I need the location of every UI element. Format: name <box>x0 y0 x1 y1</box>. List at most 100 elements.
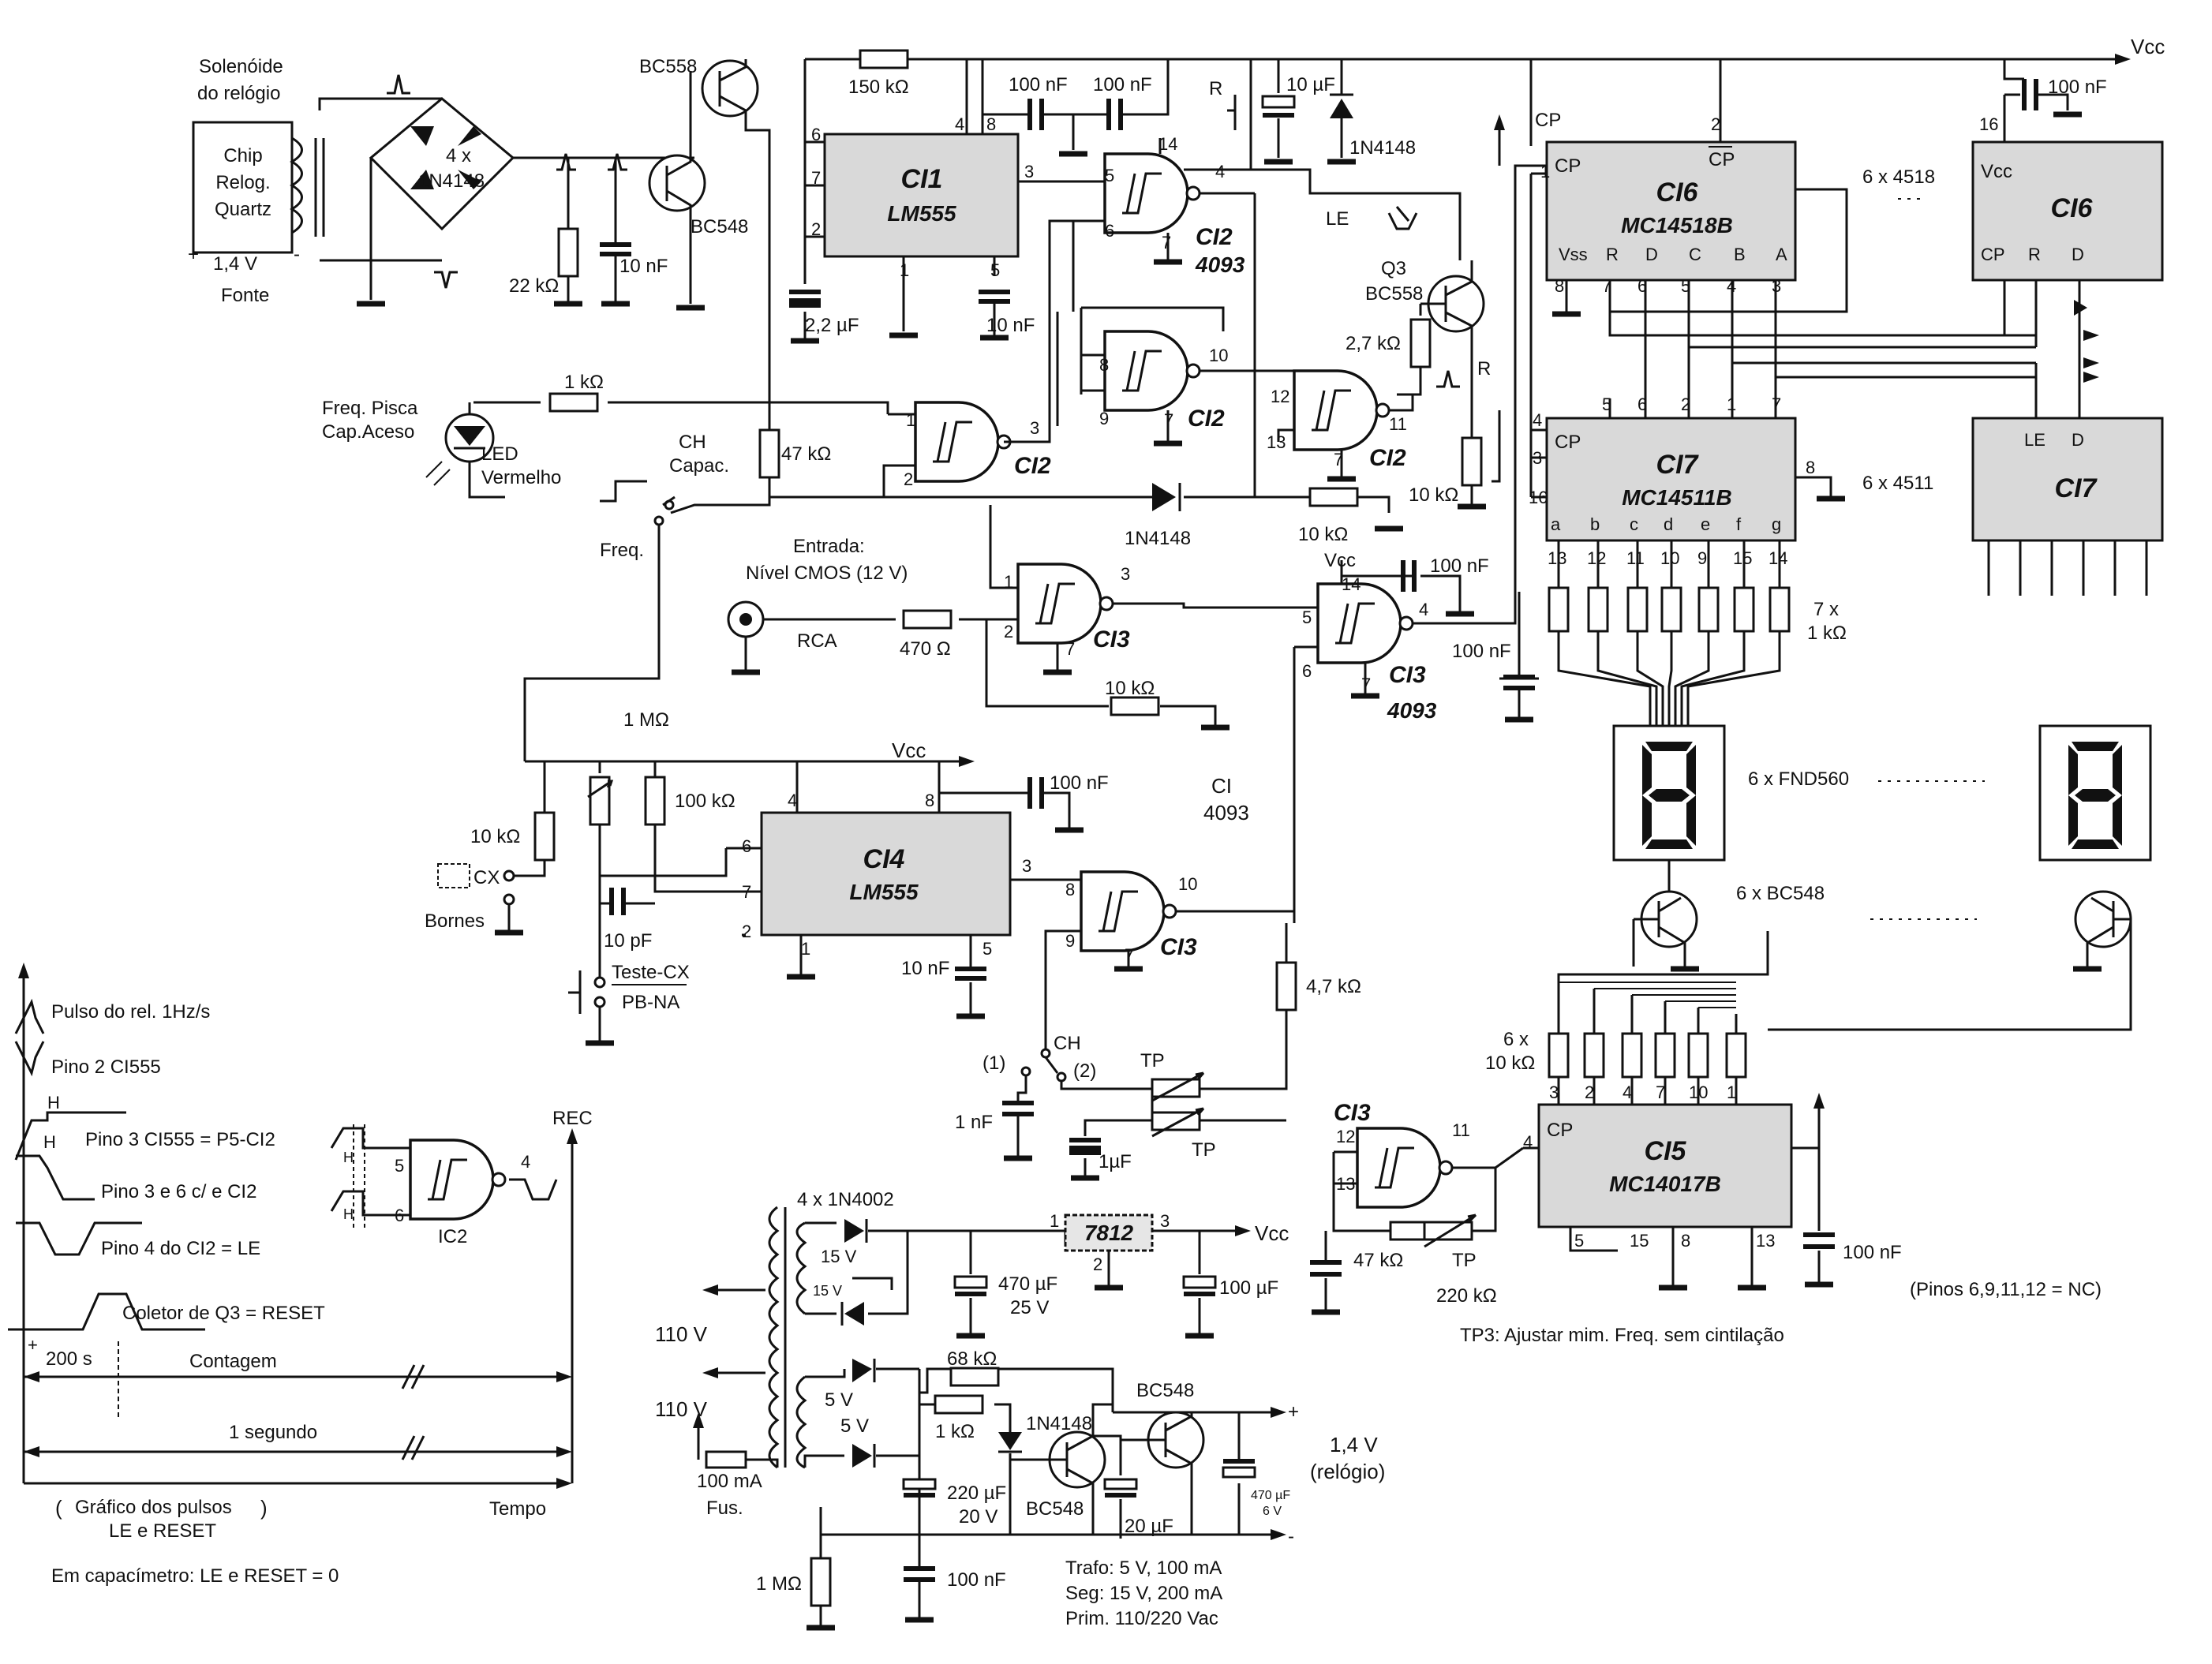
timing-coletor: Coletor de Q3 = RESET <box>122 1303 325 1324</box>
svg-text:3: 3 <box>1022 856 1031 876</box>
c100n-c-label: 100 nF <box>1430 555 1489 577</box>
segment-resistor <box>1768 586 1791 633</box>
c1n-label: 1 nF <box>955 1112 993 1133</box>
segment-wire <box>1686 631 1781 726</box>
ci6-vss: Vss <box>1559 245 1588 264</box>
solenoid-coil <box>290 136 303 234</box>
ci7-pin-number: 15 <box>1733 548 1752 568</box>
d4x1n4002-label: 4 x 1N4002 <box>797 1189 894 1210</box>
cx-terminal-box <box>437 863 470 888</box>
svg-text:7: 7 <box>811 168 821 188</box>
svg-text:+: + <box>28 1335 38 1355</box>
r22k-label: 22 kΩ <box>509 275 559 297</box>
svg-text:3: 3 <box>1121 564 1130 584</box>
ci3-c-name: CI3 <box>1160 934 1197 960</box>
ci7-pin-e: e <box>1701 514 1710 534</box>
ci5-cp: CP <box>1547 1120 1573 1141</box>
c100n-f-label: 100 nF <box>1843 1242 1902 1263</box>
svg-text:5: 5 <box>1574 1231 1584 1251</box>
svg-text:8: 8 <box>1681 1231 1690 1251</box>
ci7-pin-number: 10 <box>1660 548 1679 568</box>
segment-resistor <box>1733 586 1755 633</box>
tp3-label: TP <box>1452 1250 1477 1271</box>
cp-label-top: CP <box>1535 110 1561 131</box>
digit-transistor-b <box>1768 890 2132 1031</box>
timing-200s: 200 s <box>46 1348 92 1370</box>
c10n-a-label: 10 nF <box>619 256 668 277</box>
v5b-label: 5 V <box>840 1415 869 1437</box>
r-reset-label: R <box>1477 358 1491 380</box>
ci7-pin-d: d <box>1664 514 1673 534</box>
r47k-label: 47 kΩ <box>781 443 831 465</box>
svg-text:8: 8 <box>925 791 934 810</box>
ci5-resistor <box>1548 1032 1570 1079</box>
n6x4511-label: 6 x 4511 <box>1862 473 1933 494</box>
segment-wire <box>1596 631 1658 726</box>
svg-text:4: 4 <box>521 1152 530 1172</box>
ci6-copy <box>1971 140 2164 282</box>
r220k-label: 220 kΩ <box>1436 1285 1497 1307</box>
timing-1s: 1 segundo <box>229 1422 317 1443</box>
ci6-cp: CP <box>1555 155 1581 177</box>
c100n-ci6copy-label: 100 nF <box>2048 77 2107 98</box>
svg-text:6: 6 <box>395 1206 404 1225</box>
ci2-gate-c <box>1293 369 1390 451</box>
ci6-copy-d: D <box>2072 245 2084 264</box>
svg-text:8: 8 <box>986 114 996 134</box>
segment-wire <box>1557 631 1652 726</box>
ci7-pin-c: c <box>1630 514 1638 534</box>
svg-text:H: H <box>343 1206 354 1222</box>
ci7-pin-f: f <box>1736 514 1742 534</box>
svg-text:2: 2 <box>811 219 821 239</box>
r68k-label: 68 kΩ <box>947 1348 997 1370</box>
ci5-resistor <box>1583 1032 1605 1079</box>
ci2-gate-a <box>1103 152 1201 234</box>
fonte-voltage: 1,4 V <box>213 253 257 275</box>
vcc-label-ci4: Vcc <box>892 739 926 762</box>
ci2-d-name: CI2 <box>1014 453 1051 479</box>
timing-pulso: Pulso do rel. 1Hz/s <box>51 1001 210 1023</box>
ci3-gate-d <box>1356 1127 1454 1209</box>
c100n-b-label: 100 nF <box>1093 74 1152 95</box>
ci7-pin-number: 13 <box>1548 548 1566 568</box>
segment-wire <box>1636 631 1664 726</box>
r1k-label: 1 kΩ <box>564 372 604 393</box>
tp2-label: TP <box>1192 1139 1216 1161</box>
ci4-part: LM555 <box>849 880 919 904</box>
ci4-lm555 <box>760 811 1012 937</box>
svg-text:4: 4 <box>1215 162 1225 181</box>
svg-text:8: 8 <box>1099 355 1109 375</box>
transistor-bc548-c <box>1010 1403 1113 1535</box>
svg-text:4: 4 <box>1533 410 1542 430</box>
ci3-b-name: CI3 <box>1389 662 1426 688</box>
timing-tempo: Tempo <box>489 1498 546 1520</box>
timing-h2: H <box>43 1132 56 1152</box>
n6x4518-label: 6 x 4518 <box>1862 166 1935 188</box>
svg-text:3: 3 <box>1533 448 1542 468</box>
display-fnd560-a <box>1612 724 1726 862</box>
ci7-copy-d: D <box>2072 430 2084 450</box>
cx-label: CX <box>473 867 500 888</box>
svg-text:4: 4 <box>1727 276 1736 296</box>
r4k7-label: 4,7 kΩ <box>1306 976 1361 997</box>
svg-text:14: 14 <box>1342 574 1361 594</box>
ci7-pin-a: a <box>1551 514 1561 534</box>
ci6-part: MC14518B <box>1621 213 1733 237</box>
ci6-copy-name: CI6 <box>2051 193 2094 223</box>
segment-wire <box>1674 631 1710 726</box>
ci2-gate-d <box>914 401 1012 483</box>
ci7-pin-b: b <box>1590 514 1600 534</box>
svg-text:7: 7 <box>1162 233 1171 252</box>
d1n4148-a-label: 1N4148 <box>1349 137 1416 159</box>
ci6-d: D <box>1645 245 1658 264</box>
ci7-cp: CP <box>1555 432 1581 453</box>
ci6-copy-cp: CP <box>1981 245 2005 264</box>
r47k-b-label: 47 kΩ <box>1353 1250 1403 1271</box>
